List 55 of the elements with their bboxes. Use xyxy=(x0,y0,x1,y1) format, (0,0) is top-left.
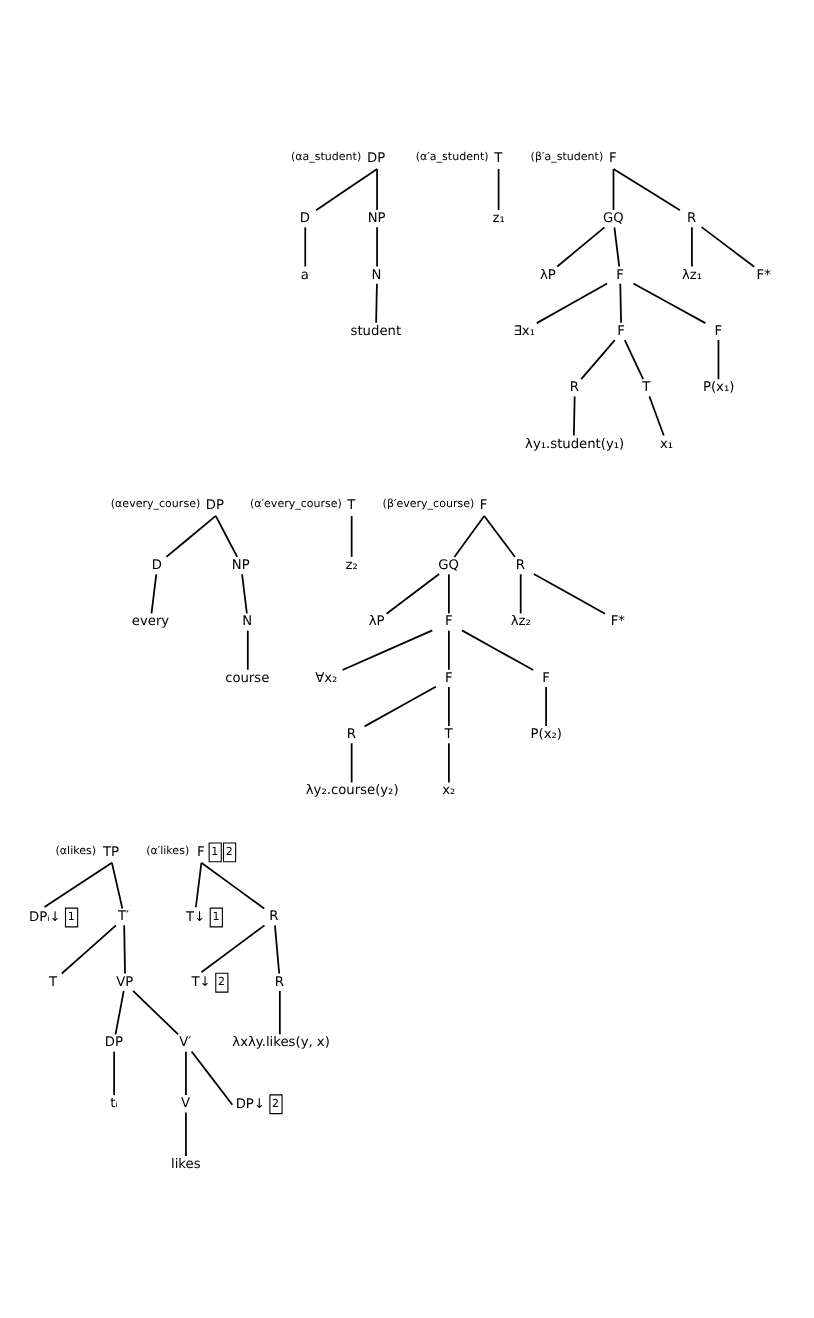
connector xyxy=(647,395,664,437)
connector xyxy=(184,1111,186,1157)
connector xyxy=(362,685,436,728)
connector xyxy=(447,742,449,784)
connector xyxy=(460,629,534,671)
connector xyxy=(59,924,116,975)
connector xyxy=(189,1050,233,1106)
connector xyxy=(452,515,485,558)
connector xyxy=(579,339,615,381)
connector xyxy=(240,573,247,615)
connector xyxy=(716,339,719,381)
connector xyxy=(194,861,202,908)
connector xyxy=(447,686,449,727)
connector xyxy=(447,573,449,615)
connector xyxy=(273,924,280,975)
connector xyxy=(164,515,216,558)
connector xyxy=(375,226,377,268)
connector xyxy=(303,226,306,268)
connector xyxy=(314,168,377,212)
connector xyxy=(184,1050,186,1096)
connector xyxy=(349,742,352,784)
connector xyxy=(611,168,614,211)
connector xyxy=(555,226,605,268)
connector xyxy=(612,226,620,268)
connector xyxy=(110,861,123,910)
connector xyxy=(374,282,377,324)
connector xyxy=(534,282,608,325)
connector xyxy=(199,924,265,974)
connector xyxy=(496,168,499,211)
connector xyxy=(618,282,621,324)
connector xyxy=(349,515,352,558)
connector xyxy=(113,990,124,1036)
connector xyxy=(544,686,546,727)
connector xyxy=(622,339,644,381)
connector xyxy=(42,861,112,908)
connector xyxy=(518,573,521,615)
connector xyxy=(245,629,248,671)
connector xyxy=(213,515,238,558)
connector xyxy=(699,226,755,268)
connector xyxy=(631,282,706,325)
connector xyxy=(112,1050,114,1096)
connector xyxy=(690,226,692,268)
connector xyxy=(384,573,440,615)
connector xyxy=(375,168,377,211)
connector xyxy=(199,861,265,910)
connector xyxy=(131,990,179,1036)
connector xyxy=(531,573,605,615)
connector xyxy=(447,629,449,671)
connector xyxy=(572,395,575,437)
connector xyxy=(122,924,125,975)
connector xyxy=(482,515,515,558)
connector xyxy=(611,168,680,212)
connector xyxy=(340,629,433,671)
connector xyxy=(277,990,280,1036)
connector xyxy=(149,573,157,615)
